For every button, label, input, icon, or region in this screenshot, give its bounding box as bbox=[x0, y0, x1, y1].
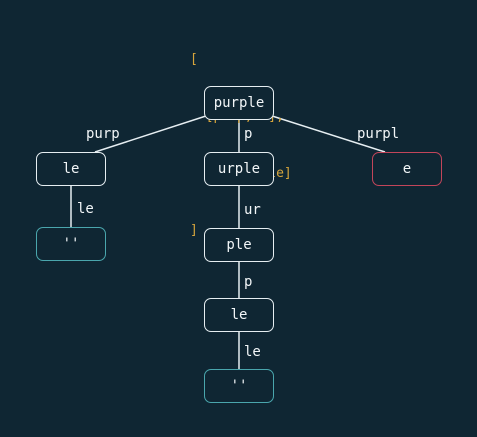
node-le-left: le bbox=[36, 152, 106, 186]
node-root: purple bbox=[204, 86, 274, 120]
edge-label-p-top: p bbox=[244, 126, 253, 142]
result-close-bracket: ] bbox=[190, 223, 198, 238]
node-e-right: e bbox=[372, 152, 442, 186]
edge-label-purp: purp bbox=[86, 126, 120, 142]
node-empty-mid: '' bbox=[204, 369, 274, 403]
edge-label-ur: ur bbox=[244, 202, 261, 218]
result-open-bracket: [ bbox=[190, 52, 198, 67]
edge-label-le-left: le bbox=[77, 201, 94, 217]
edge-label-purpl: purpl bbox=[357, 126, 400, 142]
node-ple: ple bbox=[204, 228, 274, 262]
edge-label-le-mid: le bbox=[244, 344, 261, 360]
edge-root-to-e-right bbox=[268, 114, 386, 153]
node-urple: urple bbox=[204, 152, 274, 186]
edge-label-p-mid: p bbox=[244, 274, 253, 290]
node-empty-left: '' bbox=[36, 227, 106, 261]
edge-root-to-le-left bbox=[94, 114, 210, 153]
node-le-mid: le bbox=[204, 298, 274, 332]
